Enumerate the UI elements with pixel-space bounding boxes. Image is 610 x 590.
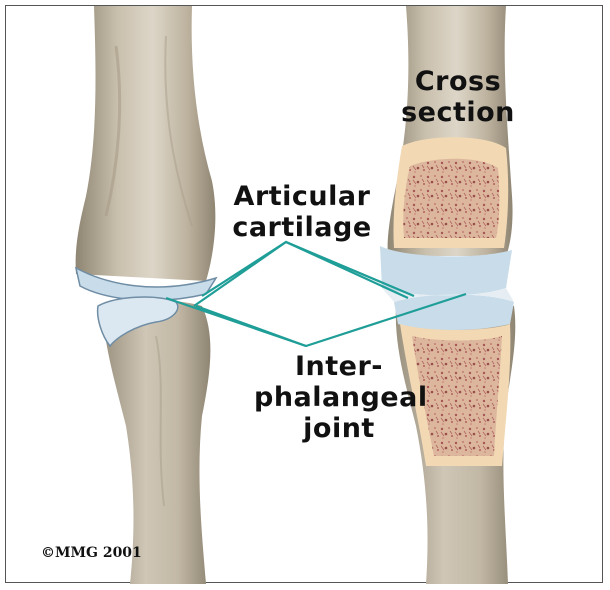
copyright-notice: ©MMG 2001 <box>41 545 142 561</box>
interphalangeal-joint-label: Inter- phalangeal joint <box>254 351 424 444</box>
illustration-frame: Cross section Articular cartilage Inter-… <box>5 5 603 583</box>
articular-cartilage-label: Articular cartilage <box>218 181 386 243</box>
upper-phalanx-left <box>76 6 216 281</box>
cross-section-label: Cross section <box>398 66 518 128</box>
articular-cartilage-leader-2 <box>194 242 408 306</box>
spongy-bone-upper <box>403 159 499 238</box>
